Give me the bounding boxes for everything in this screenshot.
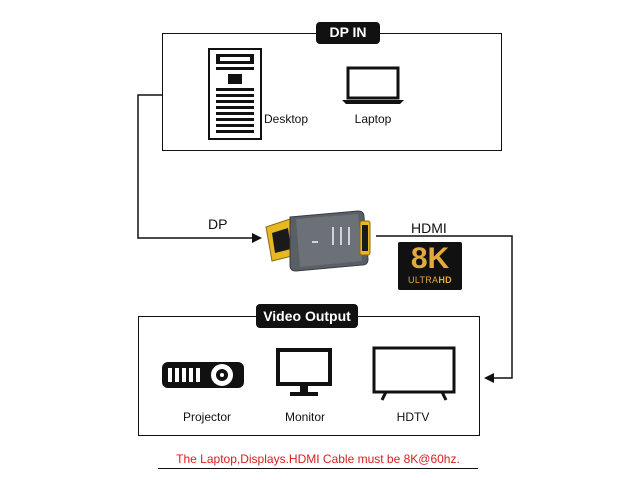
dp-to-hdmi-adapter-icon (260, 205, 380, 275)
dp-input-label: DP (208, 216, 227, 232)
monitor-icon (276, 348, 332, 398)
8k-ultrahd-badge: 8K ULTRAHD (398, 242, 462, 290)
projector-icon (160, 360, 246, 390)
hdtv-icon (372, 346, 456, 402)
monitor-label: Monitor (270, 410, 340, 424)
badge-8k-text: 8K (398, 244, 462, 274)
hdmi-arrow-head (484, 373, 494, 383)
badge-ultra-text: ULTRA (408, 275, 438, 285)
footer-underline (158, 468, 478, 469)
hdmi-output-label: HDMI (411, 220, 447, 236)
projector-label: Projector (172, 410, 242, 424)
badge-hd-text: HD (438, 275, 452, 285)
video-output-title: Video Output (256, 304, 358, 328)
badge-ultrahd-text: ULTRAHD (398, 275, 462, 285)
footer-note: The Laptop,Displays.HDMI Cable must be 8… (158, 452, 478, 466)
hdtv-label: HDTV (378, 410, 448, 424)
